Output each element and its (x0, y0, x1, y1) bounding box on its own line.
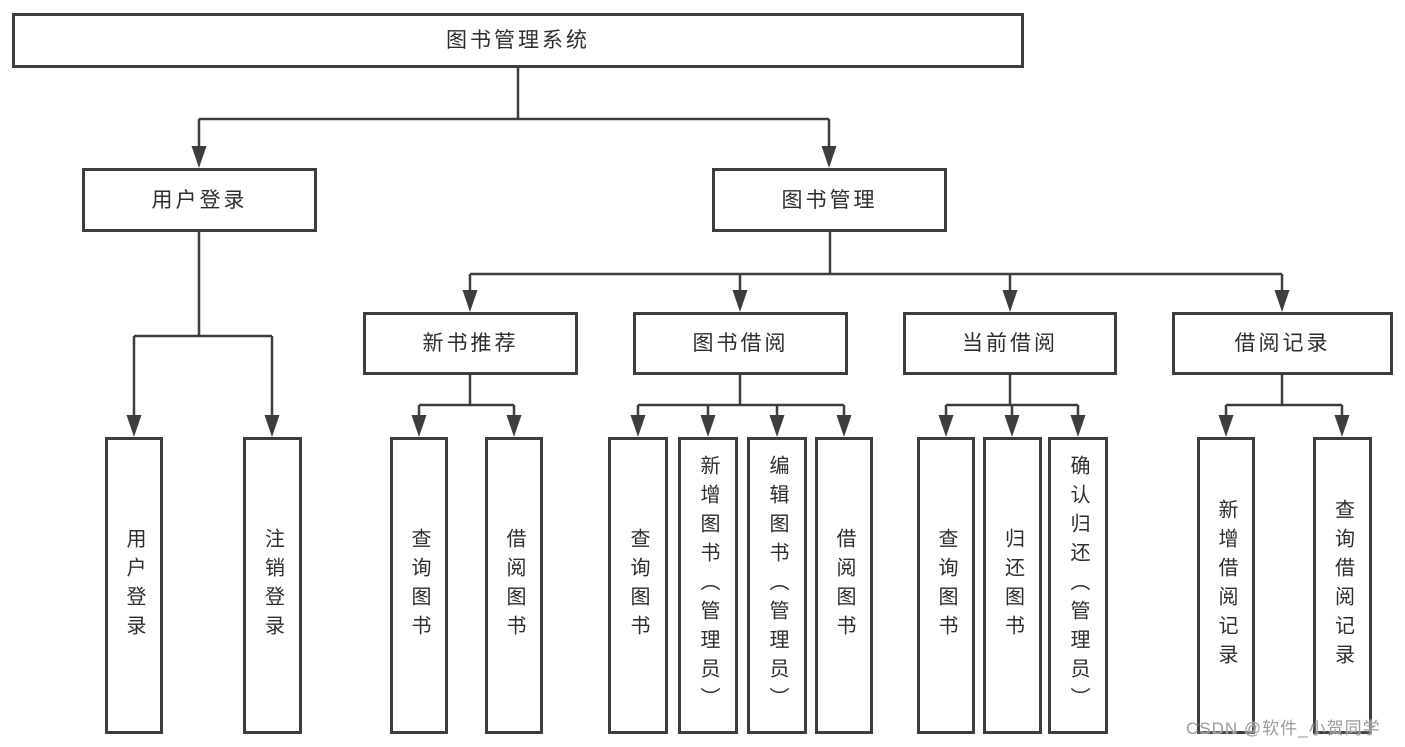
diagram-leaf-return-books: 归还图书 (983, 437, 1042, 734)
leaf-label-query-books-2: 查询图书 (627, 527, 649, 644)
diagram-node-borrow-records: 借阅记录 (1172, 312, 1393, 375)
watermark: CSDN @软件_小贺同学 (1186, 719, 1381, 738)
diagram-leaf-add-books-admin: 新增图书（管理员） (678, 437, 738, 734)
diagram-leaf-confirm-return-admin: 确认归还（管理员） (1048, 437, 1108, 734)
diagram-node-book-management: 图书管理 (712, 168, 947, 232)
node-label-book-management: 图书管理 (781, 188, 878, 212)
leaf-label-query-books-3: 查询图书 (935, 527, 957, 644)
diagram-leaf-logout: 注销登录 (243, 437, 302, 734)
node-label-borrow-records: 借阅记录 (1234, 332, 1331, 355)
leaf-label-return-books: 归还图书 (1001, 527, 1024, 644)
node-label-root: 图书管理系统 (446, 29, 590, 52)
diagram-node-current-borrow: 当前借阅 (903, 312, 1117, 375)
leaf-label-logout: 注销登录 (261, 527, 284, 644)
leaf-label-add-borrow-record: 新增借阅记录 (1215, 498, 1237, 673)
leaf-label-borrow-books-1: 借阅图书 (503, 527, 525, 644)
diagram-node-new-book-recommend: 新书推荐 (363, 312, 578, 375)
node-label-new-book-recommend: 新书推荐 (422, 332, 519, 355)
diagram-leaf-query-books-3: 查询图书 (917, 437, 975, 734)
leaf-label-user-login: 用户登录 (123, 527, 145, 644)
node-label-user-login: 用户登录 (151, 188, 248, 212)
leaf-label-borrow-books-2: 借阅图书 (833, 527, 855, 644)
diagram-leaf-add-borrow-record: 新增借阅记录 (1197, 437, 1255, 734)
diagram-leaf-query-books-2: 查询图书 (608, 437, 668, 734)
diagram-leaf-borrow-books-1: 借阅图书 (485, 437, 543, 734)
leaf-label-query-books-1: 查询图书 (408, 527, 430, 644)
node-label-book-borrow: 图书借阅 (692, 332, 789, 355)
leaf-label-query-borrow-record: 查询借阅记录 (1331, 498, 1354, 673)
diagram-node-user-login: 用户登录 (82, 168, 317, 232)
diagram-leaf-borrow-books-2: 借阅图书 (815, 437, 873, 734)
diagram-leaf-query-books-1: 查询图书 (390, 437, 448, 734)
leaf-label-add-books-admin: 新增图书（管理员） (697, 455, 719, 716)
diagram-leaf-edit-books-admin: 编辑图书（管理员） (747, 437, 807, 734)
leaf-label-confirm-return-admin: 确认归还（管理员） (1067, 455, 1089, 716)
leaf-label-edit-books-admin: 编辑图书（管理员） (766, 455, 788, 716)
diagram-leaf-user-login: 用户登录 (105, 437, 163, 734)
diagram-node-root: 图书管理系统 (12, 13, 1024, 68)
diagram-leaf-query-borrow-record: 查询借阅记录 (1313, 437, 1372, 734)
diagram-node-book-borrow: 图书借阅 (633, 312, 848, 375)
node-label-current-borrow: 当前借阅 (962, 332, 1058, 355)
